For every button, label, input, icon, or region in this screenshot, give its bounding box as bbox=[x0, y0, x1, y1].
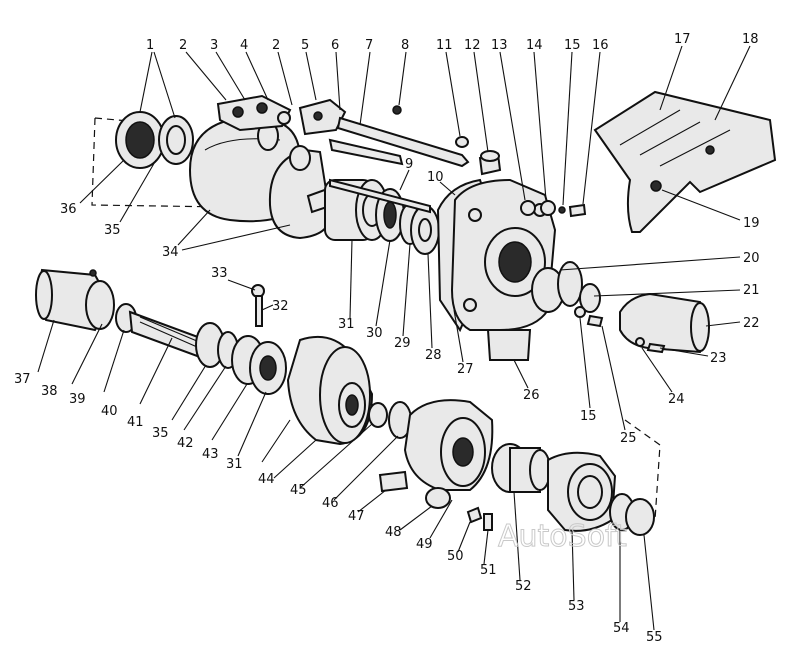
callout-4: 4 bbox=[240, 38, 248, 53]
pin-50-51 bbox=[466, 506, 493, 531]
bearing-45-46 bbox=[368, 401, 412, 439]
washer-24-bolt-23 bbox=[635, 337, 666, 354]
callout-31: 31 bbox=[338, 317, 355, 332]
callout-21: 21 bbox=[743, 283, 760, 298]
callout-40: 40 bbox=[101, 404, 118, 419]
callout-32: 32 bbox=[272, 299, 289, 314]
callout-24: 24 bbox=[668, 392, 685, 407]
ring-54-55 bbox=[609, 493, 655, 536]
sun-gear-52 bbox=[491, 443, 551, 493]
watermark: AutoSoft bbox=[498, 519, 627, 554]
cap-22 bbox=[619, 292, 710, 354]
callout-31b: 31 bbox=[226, 457, 243, 472]
callout-9: 9 bbox=[405, 157, 413, 172]
callout-35b: 35 bbox=[152, 426, 169, 441]
ring-11 bbox=[455, 136, 469, 148]
bolts-13-14-15-16 bbox=[520, 200, 587, 218]
callout-2: 2 bbox=[179, 38, 187, 53]
callout-26: 26 bbox=[523, 388, 540, 403]
callout-47: 47 bbox=[348, 509, 365, 524]
callout-37: 37 bbox=[14, 372, 31, 387]
assembly-axis-lower bbox=[624, 419, 661, 521]
callout-13: 13 bbox=[491, 38, 508, 53]
callout-39: 39 bbox=[69, 392, 86, 407]
key-9 bbox=[329, 178, 431, 214]
callout-46: 46 bbox=[322, 496, 339, 511]
callout-27: 27 bbox=[457, 362, 474, 377]
brake-lever-2-3-4 bbox=[216, 94, 292, 132]
callout-20: 20 bbox=[743, 251, 760, 266]
planet-carrier-48 bbox=[403, 399, 494, 491]
callout-7: 7 bbox=[365, 38, 373, 53]
planetary-gear-44 bbox=[286, 336, 374, 446]
gearbox-housing-26 bbox=[450, 178, 557, 361]
callout-42: 42 bbox=[177, 436, 194, 451]
callout-18: 18 bbox=[742, 32, 759, 47]
callout-19: 19 bbox=[743, 216, 760, 231]
callout-6: 6 bbox=[331, 38, 339, 53]
callout-45: 45 bbox=[290, 483, 307, 498]
callout-11: 11 bbox=[436, 38, 453, 53]
callout-22: 22 bbox=[743, 316, 760, 331]
callout-29: 29 bbox=[394, 336, 411, 351]
callout-33: 33 bbox=[211, 266, 228, 281]
bearing-cup-36 bbox=[115, 111, 165, 169]
callout-35: 35 bbox=[104, 223, 121, 238]
bushing-12 bbox=[478, 150, 502, 176]
callout-49: 49 bbox=[416, 537, 433, 552]
callout-1: 1 bbox=[146, 38, 154, 53]
callout-28: 28 bbox=[425, 348, 442, 363]
cover-17-18 bbox=[593, 90, 777, 233]
callout-3: 3 bbox=[210, 38, 218, 53]
callout-15: 15 bbox=[564, 38, 581, 53]
bearing-1 bbox=[158, 115, 194, 165]
callout-51: 51 bbox=[480, 563, 497, 578]
callout-14: 14 bbox=[526, 38, 543, 53]
callout-55: 55 bbox=[646, 630, 663, 645]
lever-5-shaft-7 bbox=[298, 98, 470, 168]
bolt-33-32 bbox=[251, 284, 265, 327]
callout-12: 12 bbox=[464, 38, 481, 53]
callout-50: 50 bbox=[447, 549, 464, 564]
bolt-15-25 bbox=[574, 306, 604, 328]
ring-gear-53 bbox=[547, 451, 617, 532]
coupling-37 bbox=[35, 268, 115, 332]
callout-38: 38 bbox=[41, 384, 58, 399]
callout-52: 52 bbox=[515, 579, 532, 594]
callout-25: 25 bbox=[620, 431, 637, 446]
callout-34: 34 bbox=[162, 245, 179, 260]
leader-lines bbox=[37, 45, 751, 631]
callout-2b: 2 bbox=[272, 38, 280, 53]
callout-10: 10 bbox=[427, 170, 444, 185]
splined-flange-20-21 bbox=[531, 261, 601, 313]
callout-5: 5 bbox=[301, 38, 309, 53]
callout-48: 48 bbox=[385, 525, 402, 540]
callout-41: 41 bbox=[127, 415, 144, 430]
callout-36: 36 bbox=[60, 202, 77, 217]
bearing-42-43 bbox=[231, 335, 287, 395]
callout-23: 23 bbox=[710, 351, 727, 366]
callout-17: 17 bbox=[674, 32, 691, 47]
callout-44: 44 bbox=[258, 472, 275, 487]
callout-43: 43 bbox=[202, 447, 219, 462]
callout-53: 53 bbox=[568, 599, 585, 614]
callout-labels: 1 2 3 4 2 5 6 7 8 11 12 13 14 15 16 17 1… bbox=[14, 32, 760, 645]
pinion-49 bbox=[425, 487, 451, 509]
callout-8: 8 bbox=[401, 38, 409, 53]
roller-47 bbox=[378, 470, 409, 493]
pin-8 bbox=[392, 105, 402, 115]
callout-16: 16 bbox=[592, 38, 609, 53]
callout-15b: 15 bbox=[580, 409, 597, 424]
gear-28 bbox=[410, 205, 440, 255]
callout-54: 54 bbox=[613, 621, 630, 636]
callout-30: 30 bbox=[366, 326, 383, 341]
